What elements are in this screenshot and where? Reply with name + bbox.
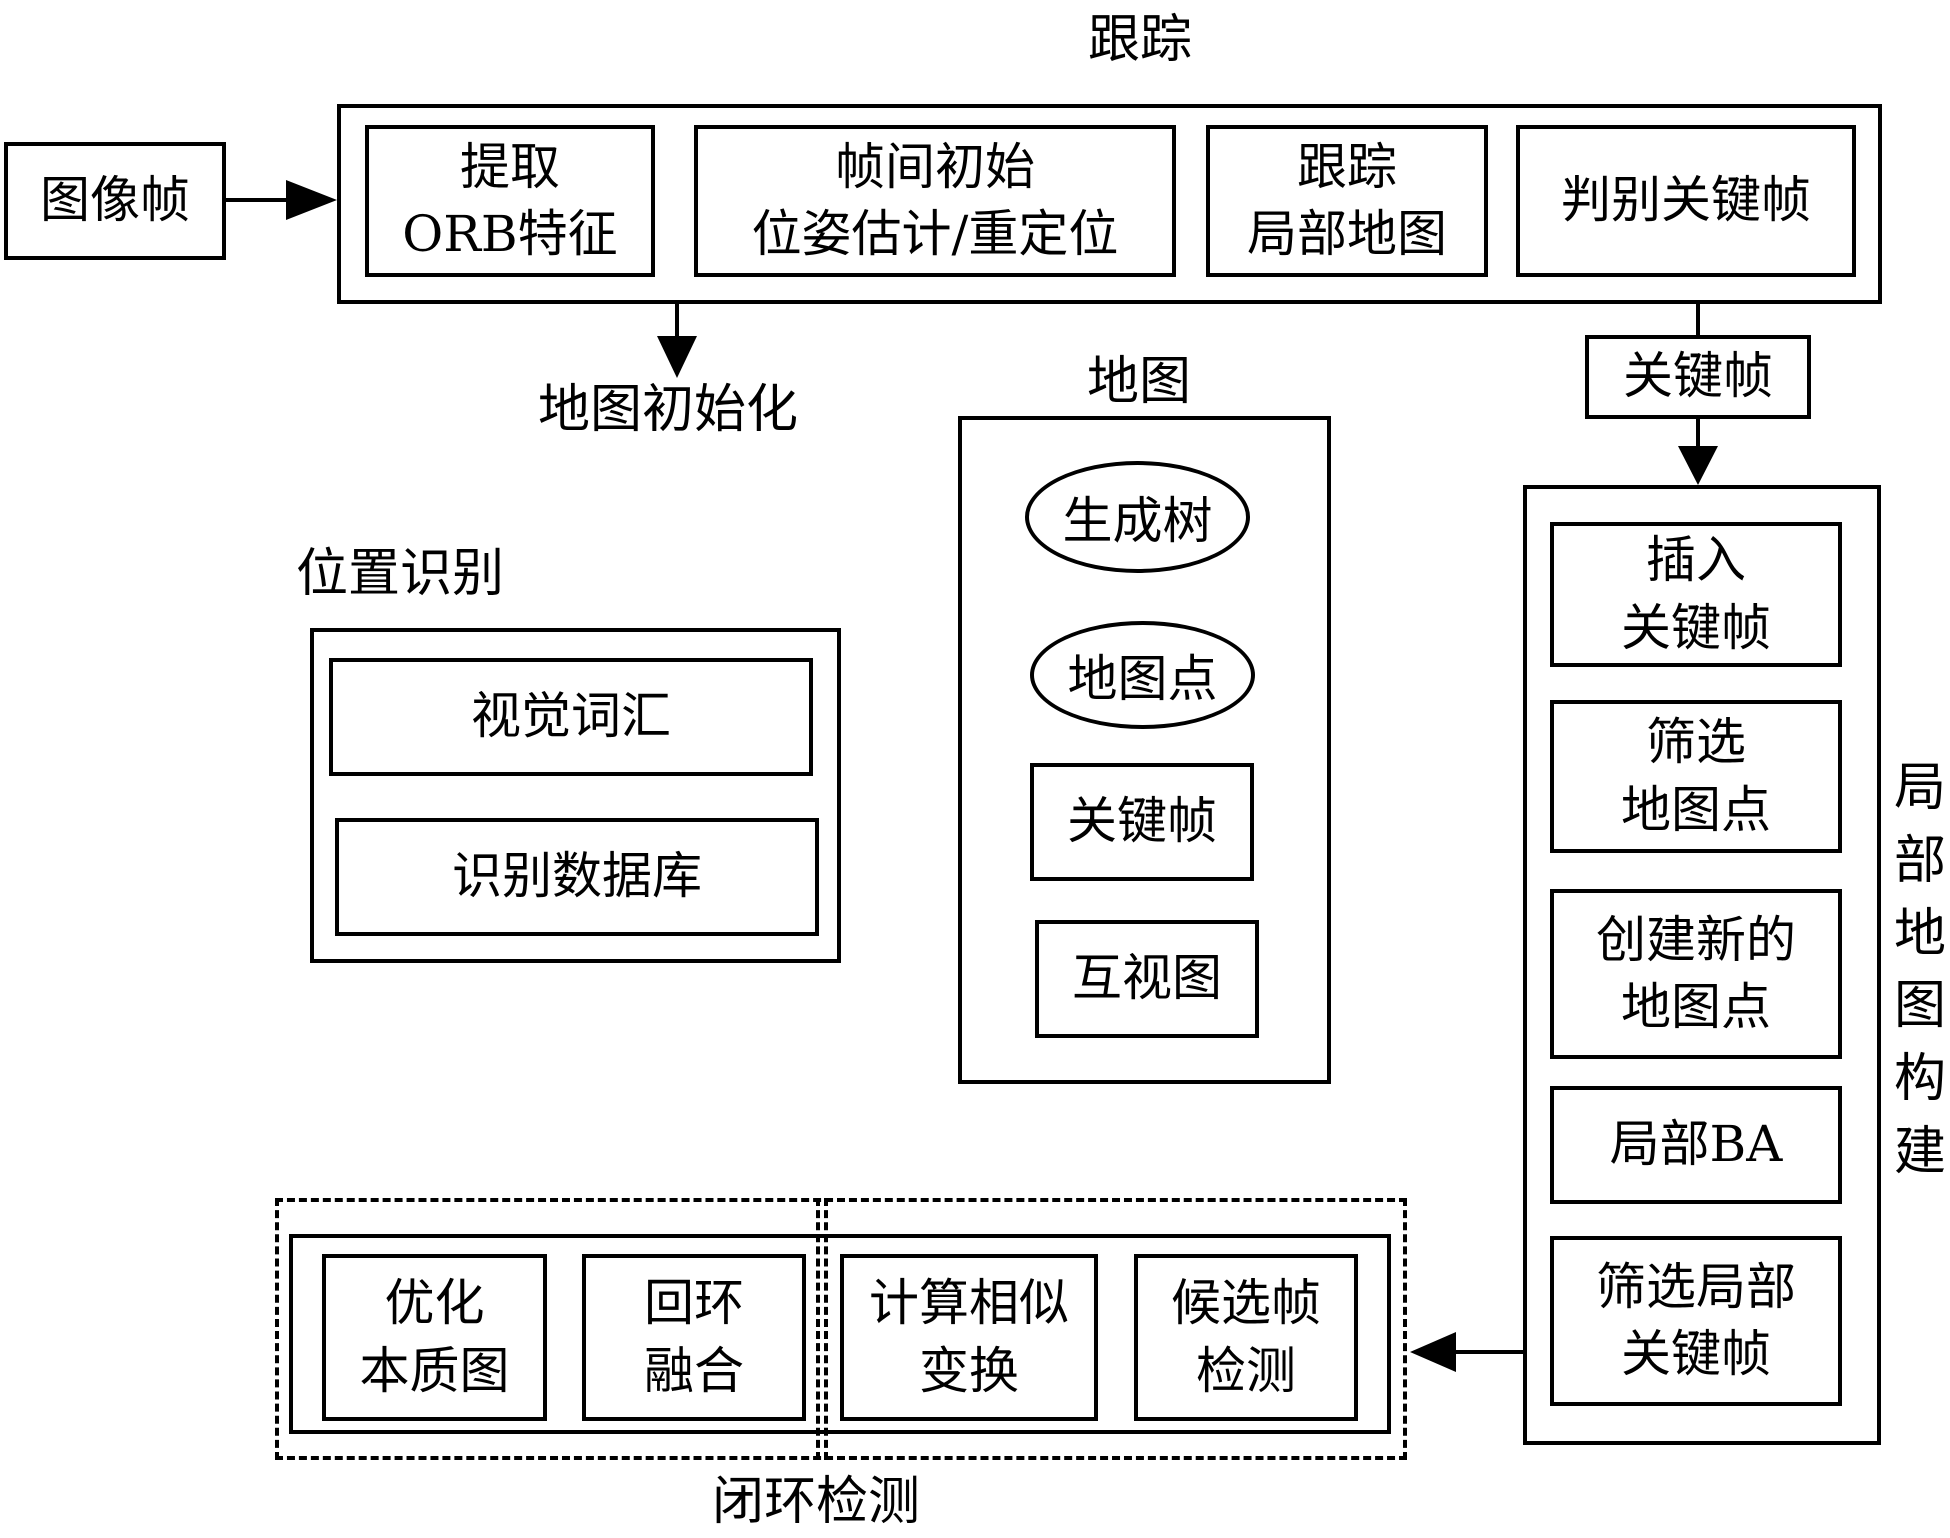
map-item-spanning-tree: 生成树 xyxy=(1025,461,1250,573)
loop-step-loop-fusion-line2: 融合 xyxy=(644,1341,744,1400)
local-mapping-step-create-map-points-line2: 地图点 xyxy=(1621,978,1771,1036)
image-frame-label: 图像帧 xyxy=(40,171,190,230)
place-recognition-title: 位置识别 xyxy=(296,544,505,604)
local-mapping-step-cull-map-points-line2: 地图点 xyxy=(1621,780,1771,839)
tracking-step-track-local-map: 跟踪 局部地图 xyxy=(1206,125,1488,277)
map-item-covisibility-graph-label: 互视图 xyxy=(1072,949,1222,1008)
local-mapping-step-insert-keyframe-line2: 关键帧 xyxy=(1621,598,1771,657)
loop-step-optimize-essential-graph-line2: 本质图 xyxy=(359,1341,510,1400)
visual-vocabulary-label: 视觉词汇 xyxy=(471,687,671,746)
local-mapping-step-cull-keyframes-line1: 筛选局部 xyxy=(1596,1257,1796,1316)
tracking-step-extract-orb-line2: ORB特征 xyxy=(402,205,618,263)
loop-step-compute-sim3-line1: 计算相似 xyxy=(869,1274,1069,1332)
tracking-step-pose-estimation-line1: 帧间初始 xyxy=(834,137,1035,196)
tracking-step-extract-orb-line1: 提取 xyxy=(459,137,560,196)
local-mapping-title-char: 图 xyxy=(1893,976,1946,1037)
arrow-image-to-tracking xyxy=(226,180,337,220)
map-item-spanning-tree-label: 生成树 xyxy=(1062,492,1213,550)
loop-closing-container xyxy=(289,1234,1391,1434)
map-item-keyframes: 关键帧 xyxy=(1030,763,1254,881)
arrow-local-mapping-to-loop-closing xyxy=(1410,1332,1523,1372)
local-mapping-step-cull-map-points: 筛选 地图点 xyxy=(1550,700,1842,853)
local-mapping-step-create-map-points-line1: 创建新的 xyxy=(1596,910,1796,969)
loop-step-compute-sim3-line2: 变换 xyxy=(919,1341,1019,1400)
loop-step-candidate-detection-line2: 检测 xyxy=(1196,1341,1296,1400)
local-mapping-title-char: 地 xyxy=(1893,903,1946,964)
loop-closing-title: 闭环检测 xyxy=(712,1472,921,1532)
map-item-map-points-label: 地图点 xyxy=(1067,650,1218,708)
loop-closing-dashed-outer xyxy=(275,1198,1407,1460)
local-mapping-title-char: 构 xyxy=(1893,1049,1946,1110)
map-title: 地图 xyxy=(1087,352,1192,412)
keyframe-edge-box: 关键帧 xyxy=(1585,335,1811,419)
local-mapping-step-insert-keyframe-line1: 插入 xyxy=(1646,531,1746,589)
arrow-keyframe-to-local-mapping xyxy=(1678,419,1718,485)
recognition-database-box: 识别数据库 xyxy=(335,818,819,936)
local-mapping-step-local-ba: 局部BA xyxy=(1550,1086,1842,1204)
tracking-container xyxy=(337,104,1882,304)
tracking-step-pose-estimation: 帧间初始 位姿估计/重定位 xyxy=(694,125,1176,277)
local-mapping-step-cull-map-points-line1: 筛选 xyxy=(1646,713,1746,771)
local-mapping-container xyxy=(1523,485,1881,1445)
loop-step-loop-fusion: 回环 融合 xyxy=(582,1254,806,1421)
local-mapping-step-insert-keyframe: 插入 关键帧 xyxy=(1550,522,1842,667)
loop-step-loop-fusion-line1: 回环 xyxy=(644,1274,744,1332)
loop-step-compute-sim3: 计算相似 变换 xyxy=(840,1254,1098,1421)
loop-step-optimize-essential-graph: 优化 本质图 xyxy=(322,1254,547,1421)
map-container xyxy=(958,416,1331,1084)
tracking-step-pose-estimation-line2: 位姿估计/重定位 xyxy=(751,205,1119,263)
arrow-tracking-to-map-init xyxy=(657,304,697,378)
image-frame-box: 图像帧 xyxy=(4,142,226,260)
tracking-step-track-local-map-line2: 局部地图 xyxy=(1247,205,1447,263)
visual-vocabulary-box: 视觉词汇 xyxy=(329,658,813,776)
tracking-step-keyframe-decision-label: 判别关键帧 xyxy=(1561,171,1811,230)
loop-step-optimize-essential-graph-line1: 优化 xyxy=(384,1274,485,1332)
local-mapping-step-cull-keyframes-line2: 关键帧 xyxy=(1621,1325,1771,1383)
place-recognition-container xyxy=(310,628,841,963)
local-mapping-title-char: 建 xyxy=(1893,1121,1946,1182)
local-mapping-step-cull-keyframes: 筛选局部 关键帧 xyxy=(1550,1236,1842,1406)
map-item-map-points: 地图点 xyxy=(1030,621,1255,729)
map-item-keyframes-label: 关键帧 xyxy=(1067,792,1217,851)
local-mapping-title-char: 部 xyxy=(1893,830,1946,891)
local-mapping-title-char: 局 xyxy=(1893,758,1946,818)
map-item-covisibility-graph: 互视图 xyxy=(1035,920,1259,1038)
local-mapping-title: 局 部 地 图 构 建 xyxy=(1892,752,1948,1189)
tracking-step-track-local-map-line1: 跟踪 xyxy=(1297,137,1397,196)
loop-closing-dashed-divider xyxy=(816,1198,828,1460)
loop-step-candidate-detection-line1: 候选帧 xyxy=(1171,1274,1321,1332)
local-mapping-step-create-map-points: 创建新的 地图点 xyxy=(1550,889,1842,1059)
recognition-database-label: 识别数据库 xyxy=(452,847,702,906)
local-mapping-step-local-ba-label: 局部BA xyxy=(1609,1115,1783,1174)
map-init-label: 地图初始化 xyxy=(538,380,799,440)
keyframe-edge-label: 关键帧 xyxy=(1623,347,1773,406)
loop-step-candidate-detection: 候选帧 检测 xyxy=(1134,1254,1358,1421)
tracking-step-extract-orb: 提取 ORB特征 xyxy=(365,125,655,277)
tracking-title: 跟踪 xyxy=(1088,10,1193,70)
tracking-step-keyframe-decision: 判别关键帧 xyxy=(1516,125,1856,277)
